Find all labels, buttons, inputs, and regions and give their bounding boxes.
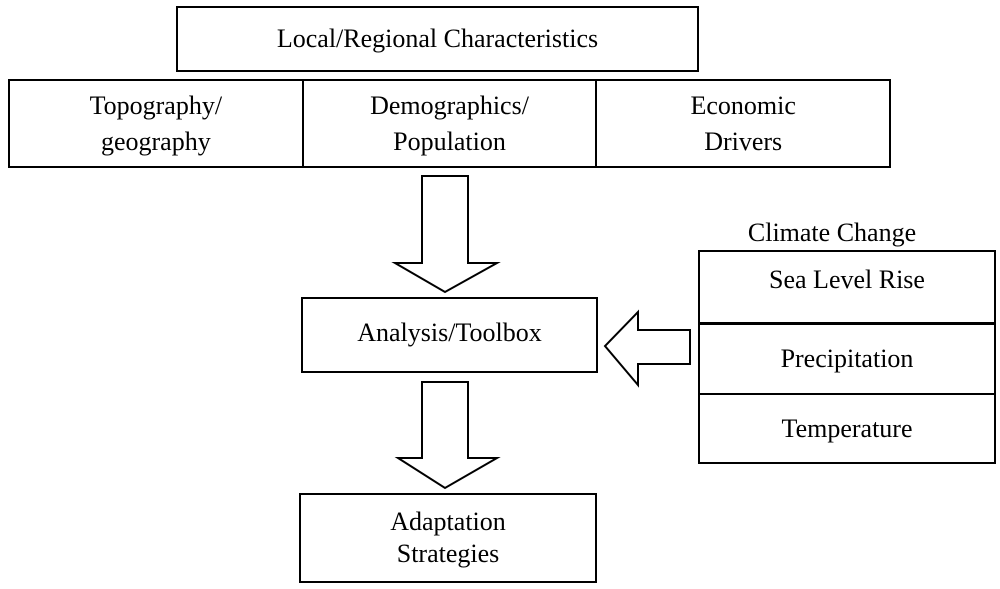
local-regional-title: Local/Regional Characteristics xyxy=(276,23,599,53)
local-regional-title-box: Local/Regional Characteristics xyxy=(176,6,699,72)
temperature-label: Temperature xyxy=(781,413,913,443)
demographics-cell: Demographics/ Population xyxy=(301,81,596,166)
sea-level-rise-label: Sea Level Rise xyxy=(769,265,925,294)
demographics-label: Demographics/ Population xyxy=(370,91,529,156)
sea-level-rise-cell: Sea Level Rise xyxy=(700,252,994,322)
analysis-toolbox-box: Analysis/Toolbox xyxy=(301,297,598,373)
down-arrow-to-adaptation-icon xyxy=(394,381,501,490)
characteristics-row: Topography/ geography Demographics/ Popu… xyxy=(8,79,891,168)
down-arrow-to-analysis-icon xyxy=(391,175,501,294)
climate-change-title: Climate Change xyxy=(747,218,917,247)
precipitation-cell: Precipitation xyxy=(700,322,994,393)
economic-drivers-cell: Economic Drivers xyxy=(595,81,889,166)
topography-cell: Topography/ geography xyxy=(10,81,302,166)
economic-drivers-label: Economic Drivers xyxy=(690,91,796,156)
analysis-toolbox-label: Analysis/Toolbox xyxy=(357,318,542,347)
topography-label: Topography/ geography xyxy=(89,91,223,156)
temperature-cell: Temperature xyxy=(700,393,994,462)
left-arrow-from-climate-icon xyxy=(603,309,691,388)
adaptation-strategies-box: Adaptation Strategies xyxy=(299,493,597,583)
adaptation-strategies-label: Adaptation Strategies xyxy=(390,506,506,569)
climate-change-list: Sea Level Rise Precipitation Temperature xyxy=(698,250,996,464)
precipitation-label: Precipitation xyxy=(780,344,914,374)
